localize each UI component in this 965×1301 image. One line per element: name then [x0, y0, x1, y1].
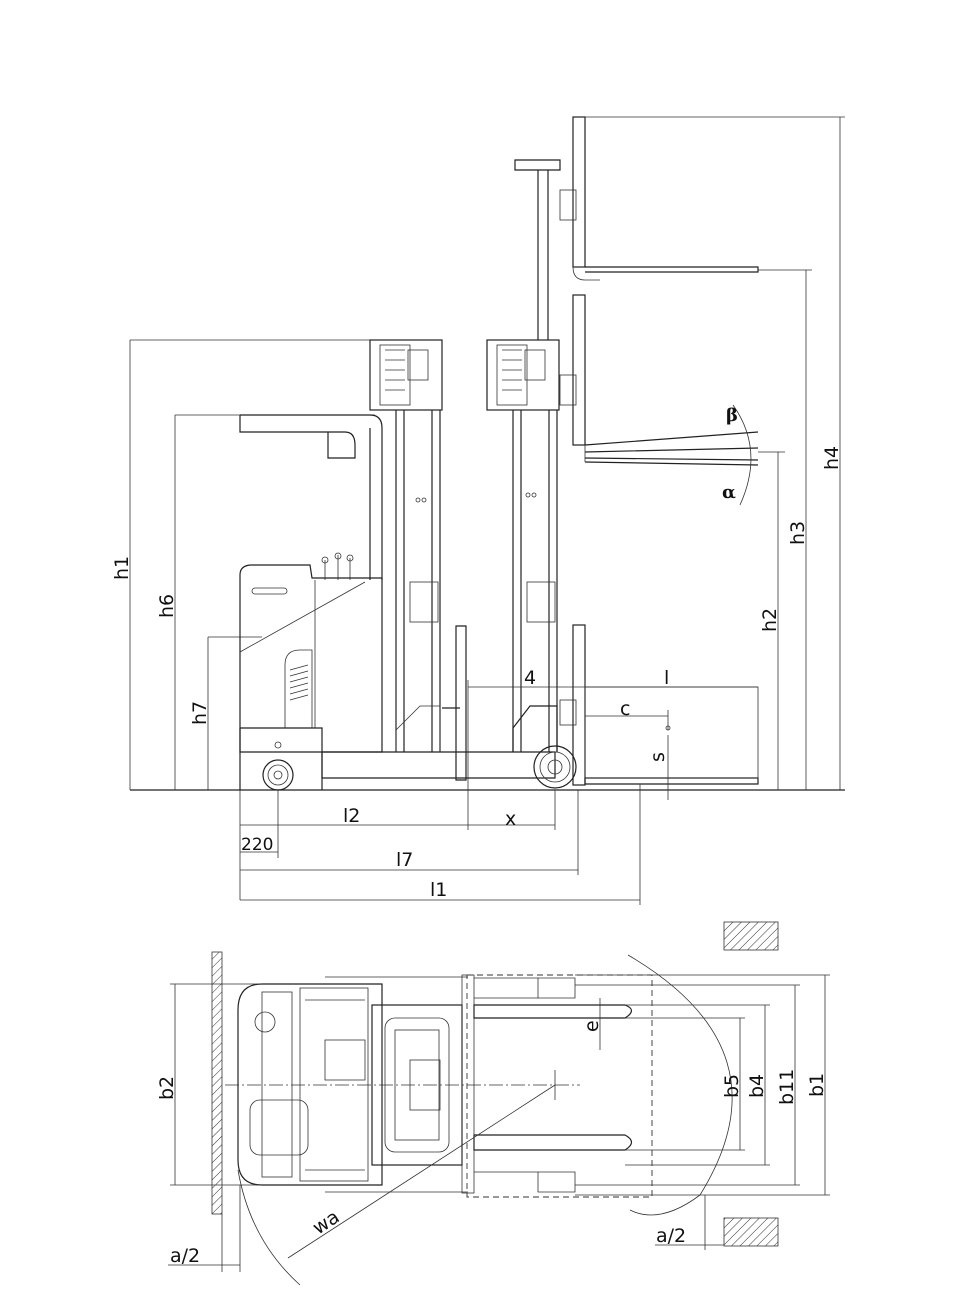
- hatch-bottom-right: [723, 1217, 779, 1247]
- label-wa: wa: [309, 1206, 344, 1239]
- label-h6: h6: [156, 594, 178, 618]
- side-view: h1 h6 h7 h2 h3 h4 4 l c s l2 x 220 l7 l1…: [111, 116, 845, 905]
- label-b2: b2: [156, 1076, 178, 1100]
- turning-arc-left: [237, 1169, 301, 1286]
- label-h3: h3: [787, 521, 809, 545]
- label-b4: b4: [746, 1074, 768, 1098]
- label-l7: l7: [396, 849, 413, 871]
- label-h7: h7: [189, 701, 211, 725]
- label-a2-left: a/2: [170, 1245, 200, 1267]
- rear-wheel: [262, 759, 294, 791]
- fork-lower: [473, 1134, 633, 1151]
- fork-carriage-raised: [559, 116, 759, 466]
- label-h4: h4: [821, 446, 843, 470]
- label-x: x: [505, 808, 516, 830]
- label-c: c: [620, 698, 630, 720]
- label-b11: b11: [776, 1069, 798, 1105]
- label-l: l: [664, 667, 669, 689]
- label-4: 4: [524, 667, 536, 689]
- fork-upper: [473, 1004, 633, 1019]
- tilt-arc: [732, 404, 752, 506]
- hatch-left-wall: [211, 951, 223, 1215]
- load-outline: [466, 974, 653, 1198]
- label-h2: h2: [759, 608, 781, 632]
- top-view: b2 b5 b4 b11 b1 e wa a/2 a/2: [156, 921, 830, 1286]
- label-l2: l2: [343, 805, 360, 827]
- label-l1: l1: [430, 879, 447, 901]
- label-b1: b1: [806, 1073, 828, 1097]
- label-b5: b5: [721, 1074, 743, 1098]
- truck-body-left: [239, 414, 556, 791]
- mast-extended: [486, 159, 577, 789]
- turning-arc-right: [627, 954, 733, 1216]
- wa-radius-line: [287, 1084, 556, 1259]
- label-alpha: α: [722, 482, 736, 503]
- label-s: s: [647, 752, 669, 762]
- label-h1: h1: [111, 556, 133, 580]
- mast-retracted: [369, 339, 467, 781]
- label-beta: β: [726, 405, 738, 426]
- front-wheel: [533, 745, 577, 789]
- label-220: 220: [241, 835, 273, 855]
- label-a2-right: a/2: [656, 1225, 686, 1247]
- hatch-top-right: [723, 921, 779, 951]
- label-e: e: [581, 1020, 603, 1032]
